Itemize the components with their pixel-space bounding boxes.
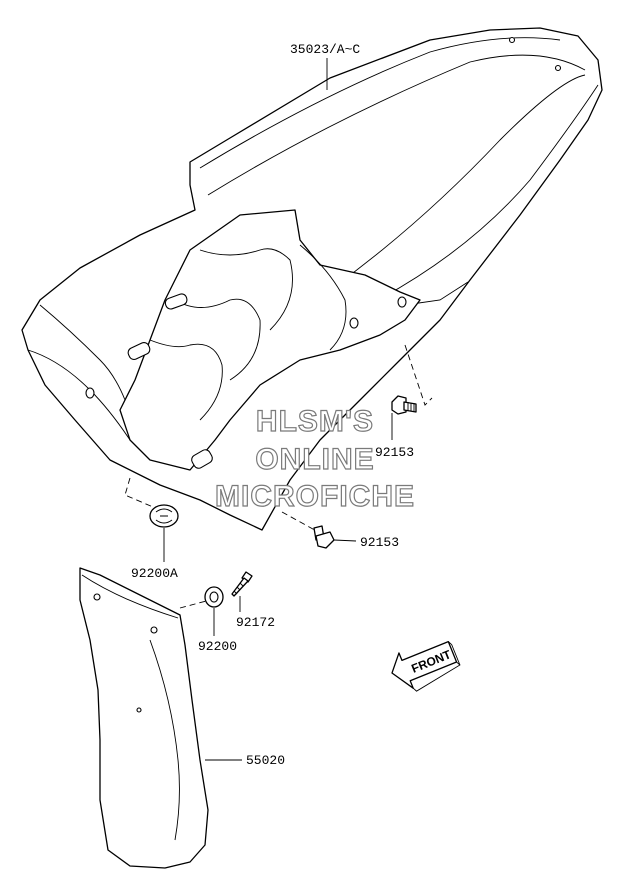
callout-grommet: 92200A [131,566,178,581]
front-arrow-depth [412,641,461,692]
mud-flap-inner-contour [149,639,180,841]
washer-92200 [204,586,224,608]
watermark-line-3: MICROFICHE [215,480,415,513]
assembly-line-bolt-upper [404,344,433,406]
bracket-contour-2 [174,298,261,381]
bracket-channel [299,244,347,351]
mud-flap-top-fold [81,574,179,619]
grommet-inner [155,508,173,524]
fender-hole-3 [85,387,95,399]
screw-shank [231,577,249,597]
fender-rib-side [329,74,586,291]
callout-bolt-lower: 92153 [360,535,399,550]
watermark: HLSM'S ONLINE MICROFICHE [214,404,415,513]
fender-slot-2 [127,342,151,360]
grommet-92200A [149,504,179,528]
leader-bolt-lower [333,539,357,542]
bracket-contour-1 [199,248,293,331]
fender-hole-1 [349,317,359,329]
fender-rib-upper [207,54,586,196]
bolt-upper-shank [403,401,417,413]
callout-bolt-upper: 92153 [375,445,414,460]
assembly-line-grommet [124,477,161,511]
front-arrow-icon [391,640,458,689]
fender-hole-4 [508,36,516,44]
watermark-line-1: HLSM'S [256,405,374,438]
mud-flap-hole-2 [150,626,158,634]
bolt-92153-upper [391,395,417,415]
rear-fender [21,27,603,531]
callout-screw: 92172 [236,615,275,630]
bolt-upper-thread [407,402,415,412]
mud-flap-hole-1 [93,593,101,601]
callout-washer: 92200 [198,639,237,654]
front-arrow: FRONT [391,640,461,692]
screw-thread [233,582,244,595]
fender-rib-lower [377,84,599,301]
bolt-lower-head [315,531,335,549]
fender-slot-3 [191,449,213,469]
bracket-contour-3 [149,339,223,421]
washer-inner [209,591,219,603]
callout-rear-fender: 35023/A~C [290,42,360,57]
fender-left-ridge [39,304,126,401]
assembly-line-washer [179,599,211,609]
fender-slot-1 [164,293,188,310]
fender-hole-2 [397,296,407,308]
watermark-line-2: ONLINE [255,443,374,476]
callout-mud-flap: 55020 [246,753,285,768]
mud-flap [79,567,209,869]
fender-hole-5 [554,64,562,72]
bolt-92153-lower [313,525,335,549]
bolt-upper-head [391,395,407,415]
screw-92172 [231,571,253,597]
assembly-line-bolt-lower [281,511,323,535]
mud-flap-outline [79,567,209,869]
mud-flap-hole-3 [136,707,142,713]
